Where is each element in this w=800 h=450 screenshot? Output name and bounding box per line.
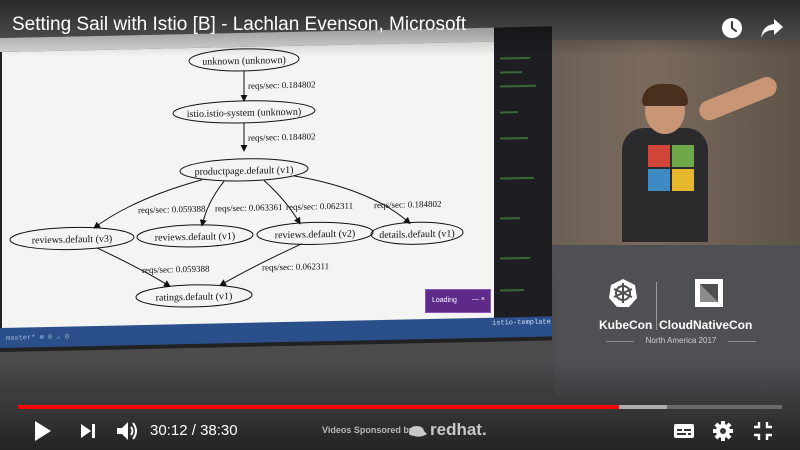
share-arrow-icon[interactable] [760, 17, 784, 39]
cloudnativecon-label: CloudNativeCon [659, 318, 753, 332]
kubernetes-helm-icon [609, 279, 637, 307]
loading-toast: Loading — × [425, 289, 491, 313]
kubecon-label: KubeCon [599, 318, 653, 332]
edge-label: reqs/sec: 0.063361 [215, 202, 282, 213]
divider-line [728, 341, 756, 342]
node-label: ratings.default (v1) [156, 291, 233, 304]
progress-played [18, 405, 619, 409]
current-time: 30:12 [150, 422, 188, 439]
node-label: istio.istio-system (unknown) [187, 107, 301, 120]
play-icon[interactable] [30, 418, 54, 444]
graph-edges [93, 70, 411, 287]
code-line [500, 289, 524, 292]
sponsor-brand: redhat. [430, 420, 487, 439]
divider-line [606, 341, 634, 342]
video-frame: unknown (unknown) istio.istio-system (un… [0, 0, 800, 395]
edge-reviews-v2-ratings [219, 243, 303, 286]
node-reviews-v2 [256, 221, 374, 245]
code-editor-panel [494, 26, 552, 318]
code-line [500, 111, 518, 114]
node-label: unknown (unknown) [202, 55, 286, 68]
node-label: productpage.default (v1) [195, 165, 294, 178]
logo-divider [656, 282, 657, 330]
edge-productpage-reviews-v1 [199, 181, 225, 227]
total-time: 38:30 [200, 422, 238, 439]
cncf-icon [695, 279, 723, 307]
service-graph-view: unknown (unknown) istio.istio-system (un… [2, 41, 494, 342]
shirt-logo-icon [648, 145, 696, 193]
time-display: 30:12 / 38:30 [150, 422, 238, 439]
player-controls: 30:12 / 38:30 Videos Sponsored by redhat… [0, 414, 800, 448]
node-label: reviews.default (v3) [32, 234, 113, 247]
edge-label: reqs/sec: 0.059388 [142, 264, 210, 275]
node-istio [172, 100, 316, 124]
top-gradient [0, 0, 800, 56]
graph-nodes [9, 48, 464, 308]
clock-icon[interactable] [720, 16, 744, 40]
time-separator: / [187, 422, 201, 439]
code-line [500, 256, 530, 260]
edge-label: reqs/sec: 0.062311 [286, 201, 353, 212]
edge-label: reqs/sec: 0.059388 [138, 204, 206, 215]
toast-label: Loading [432, 297, 457, 304]
code-line [500, 56, 530, 60]
toast-close-icon: — × [471, 296, 485, 303]
video-title[interactable]: Setting Sail with Istio [B] - Lachlan Ev… [12, 14, 467, 35]
node-label: reviews.default (v1) [155, 231, 236, 244]
node-reviews-v3 [9, 226, 135, 251]
node-label: details.default (v1) [379, 228, 455, 241]
conference-branding: KubeCon CloudNativeCon North America 201… [596, 278, 766, 348]
edge-productpage-reviews-v3 [93, 179, 203, 229]
sponsor-text: Videos Sponsored by [322, 425, 414, 435]
node-details [370, 221, 464, 245]
code-line [500, 217, 520, 220]
code-line [500, 176, 534, 180]
status-workspace: istio-template [492, 318, 551, 328]
gear-icon[interactable] [711, 418, 735, 444]
code-line [500, 71, 522, 74]
node-productpage [179, 158, 309, 182]
edge-label: reqs/sec: 0.184802 [248, 131, 315, 142]
redhat-logo-icon [409, 426, 427, 437]
edge-label: reqs/sec: 0.062311 [262, 261, 329, 272]
subtitles-icon[interactable] [672, 418, 696, 444]
code-line [500, 136, 528, 140]
code-line [500, 84, 536, 88]
progress-bar[interactable] [18, 405, 782, 409]
speaker-hair [642, 84, 688, 106]
node-reviews-v1 [136, 224, 254, 248]
service-graph: unknown (unknown) istio.istio-system (un… [9, 48, 464, 308]
next-icon[interactable] [78, 418, 98, 444]
edge-label: reqs/sec: 0.184802 [374, 199, 441, 210]
node-label: reviews.default (v2) [275, 229, 356, 242]
status-branch: master* ⊗ 0 ⚠ 0 [6, 333, 70, 343]
edge-label: reqs/sec: 0.184802 [248, 79, 315, 90]
edge-reviews-v3-ratings [96, 247, 171, 287]
event-label: North America 2017 [645, 336, 717, 345]
edge-productpage-reviews-v2 [263, 180, 301, 225]
exit-fullscreen-icon[interactable] [751, 418, 775, 444]
volume-icon[interactable] [114, 418, 140, 444]
projected-screen: unknown (unknown) istio.istio-system (un… [0, 26, 552, 352]
edge-productpage-details [293, 175, 411, 225]
node-ratings [135, 284, 253, 308]
